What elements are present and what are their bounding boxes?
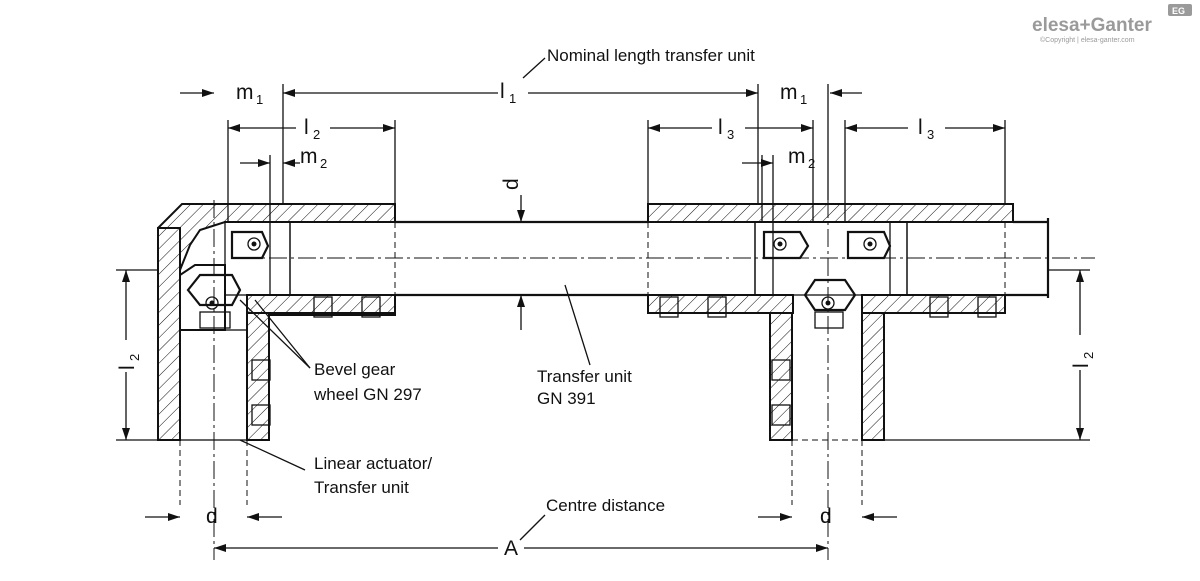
right-screws	[659, 296, 997, 426]
label-transfer-unit-line2: GN 391	[537, 389, 596, 408]
leader-lines	[239, 57, 591, 541]
svg-text:3: 3	[927, 127, 934, 142]
svg-text:2: 2	[127, 354, 142, 361]
label-bevel-gear-line2: wheel GN 297	[313, 385, 422, 404]
dim-d-left: d	[206, 505, 218, 528]
brand-logo-text: elesa+Ganter	[1032, 15, 1152, 36]
svg-text:2: 2	[320, 156, 327, 171]
left-elbow-housing	[157, 203, 396, 441]
dim-a: A	[504, 537, 518, 560]
dim-d-middle: d	[500, 178, 523, 190]
svg-text:l: l	[718, 116, 723, 139]
svg-text:2: 2	[808, 156, 815, 171]
svg-text:3: 3	[727, 127, 734, 142]
centre-lines	[213, 200, 1095, 560]
brand-badge	[1168, 4, 1192, 16]
svg-text:l: l	[116, 365, 139, 370]
dim-d-right: d	[820, 505, 832, 528]
dimension-lines	[116, 84, 1090, 552]
hidden-lines	[179, 222, 1006, 505]
svg-text:m: m	[236, 81, 254, 104]
dim-l1: l 1	[500, 80, 516, 106]
svg-text:l: l	[1070, 363, 1093, 368]
dim-l2-top: l 2	[304, 116, 320, 142]
label-centre-distance: Centre distance	[546, 496, 665, 515]
svg-text:2: 2	[313, 127, 320, 142]
dim-l2-right-vertical: l 2	[1070, 352, 1096, 368]
brand-copyright: ©Copyright | elesa-ganter.com	[1040, 36, 1135, 44]
brand-logo: elesa+Ganter EG ©Copyright | elesa-gante…	[1032, 4, 1192, 44]
svg-text:m: m	[300, 145, 318, 168]
dim-l3-left: l 3	[718, 116, 734, 142]
svg-text:l: l	[304, 116, 309, 139]
label-linear-actuator-line1: Linear actuator/	[314, 454, 432, 473]
dim-m1-right: m 1	[780, 81, 807, 107]
svg-text:l: l	[918, 116, 923, 139]
left-screws	[251, 296, 381, 426]
brand-badge-text: EG	[1172, 6, 1185, 16]
dim-l2-left-vertical: l 2	[116, 354, 142, 370]
label-bevel-gear-line1: Bevel gear	[314, 360, 396, 379]
dim-m2-right: m 2	[788, 145, 815, 171]
svg-text:1: 1	[256, 92, 263, 107]
dim-l3-right: l 3	[918, 116, 934, 142]
right-bevel-gears	[762, 230, 892, 329]
svg-text:l: l	[500, 80, 505, 103]
svg-text:m: m	[788, 145, 806, 168]
svg-text:m: m	[780, 81, 798, 104]
label-nominal-length: Nominal length transfer unit	[547, 46, 755, 65]
svg-text:1: 1	[509, 91, 516, 106]
dim-m1-left: m 1	[236, 81, 263, 107]
label-linear-actuator-line2: Transfer unit	[314, 478, 409, 497]
svg-text:d: d	[500, 178, 523, 190]
right-t-housing	[647, 203, 1050, 441]
dim-m2-left: m 2	[300, 145, 327, 171]
label-transfer-unit-line1: Transfer unit	[537, 367, 632, 386]
left-bevel-gear-lower	[186, 273, 242, 329]
left-bevel-gear-upper	[230, 230, 270, 260]
svg-text:1: 1	[800, 92, 807, 107]
svg-text:2: 2	[1081, 352, 1096, 359]
